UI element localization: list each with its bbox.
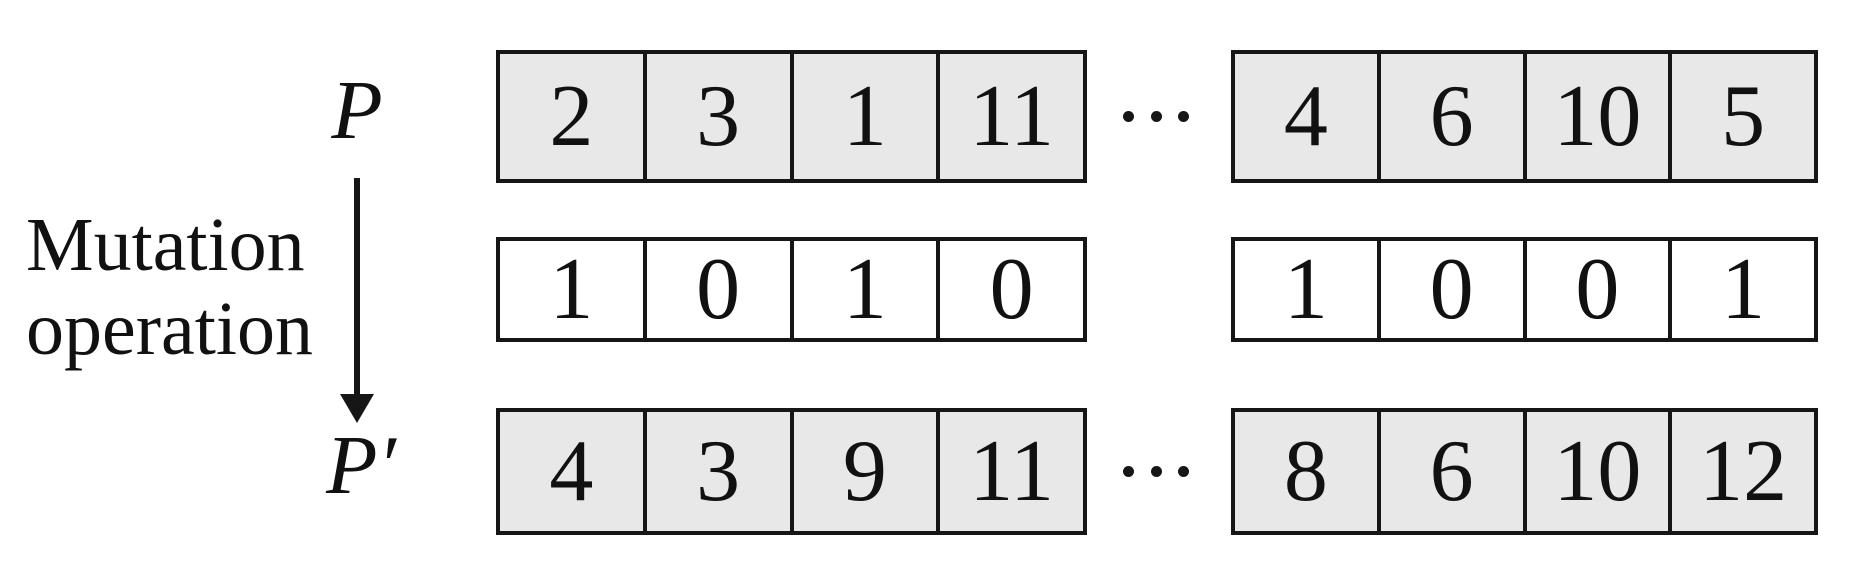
gene-cell: 3	[642, 412, 790, 531]
mask-cell: 1	[1668, 241, 1814, 338]
offspring-left-group: 4 3 9 11	[496, 408, 1087, 535]
mask-cell: 0	[642, 241, 790, 338]
parent-right-group: 4 6 10 5	[1231, 50, 1818, 183]
gene-cell: 9	[789, 412, 937, 531]
mask-cell: 1	[1235, 241, 1377, 338]
operation-label-line2: operation	[26, 287, 314, 372]
gene-cell: 6	[1376, 54, 1523, 179]
gene-cell: 11	[936, 54, 1083, 179]
gene-cell: 11	[936, 412, 1083, 531]
gene-cell: 8	[1235, 412, 1377, 531]
parent-label: P	[331, 64, 383, 157]
ellipsis-icon	[1123, 110, 1189, 122]
gene-cell: 4	[1235, 54, 1377, 179]
mask-cell: 0	[936, 241, 1083, 338]
gene-cell: 2	[500, 54, 643, 179]
mask-left-group: 1 0 1 0	[496, 237, 1087, 342]
arrow-shaft	[354, 178, 360, 396]
gene-cell: 10	[1522, 54, 1669, 179]
gene-cell: 3	[642, 54, 790, 179]
arrow-head	[340, 394, 374, 423]
gene-cell: 4	[500, 412, 643, 531]
ellipsis-icon	[1123, 465, 1189, 477]
gene-cell: 6	[1376, 412, 1523, 531]
offspring-label: P′	[326, 419, 396, 512]
parent-left-group: 2 3 1 11	[496, 50, 1087, 183]
mask-cell: 0	[1522, 241, 1669, 338]
gene-cell: 1	[789, 54, 937, 179]
mask-cell: 0	[1376, 241, 1523, 338]
mask-cell: 1	[500, 241, 643, 338]
mask-right-group: 1 0 0 1	[1231, 237, 1818, 342]
gene-cell: 5	[1668, 54, 1814, 179]
offspring-right-group: 8 6 10 12	[1231, 408, 1818, 535]
operation-label-line1: Mutation	[26, 203, 305, 287]
operation-label: Mutation operation	[26, 203, 313, 371]
gene-cell: 10	[1522, 412, 1669, 531]
mask-cell: 1	[789, 241, 937, 338]
gene-cell: 12	[1668, 412, 1814, 531]
